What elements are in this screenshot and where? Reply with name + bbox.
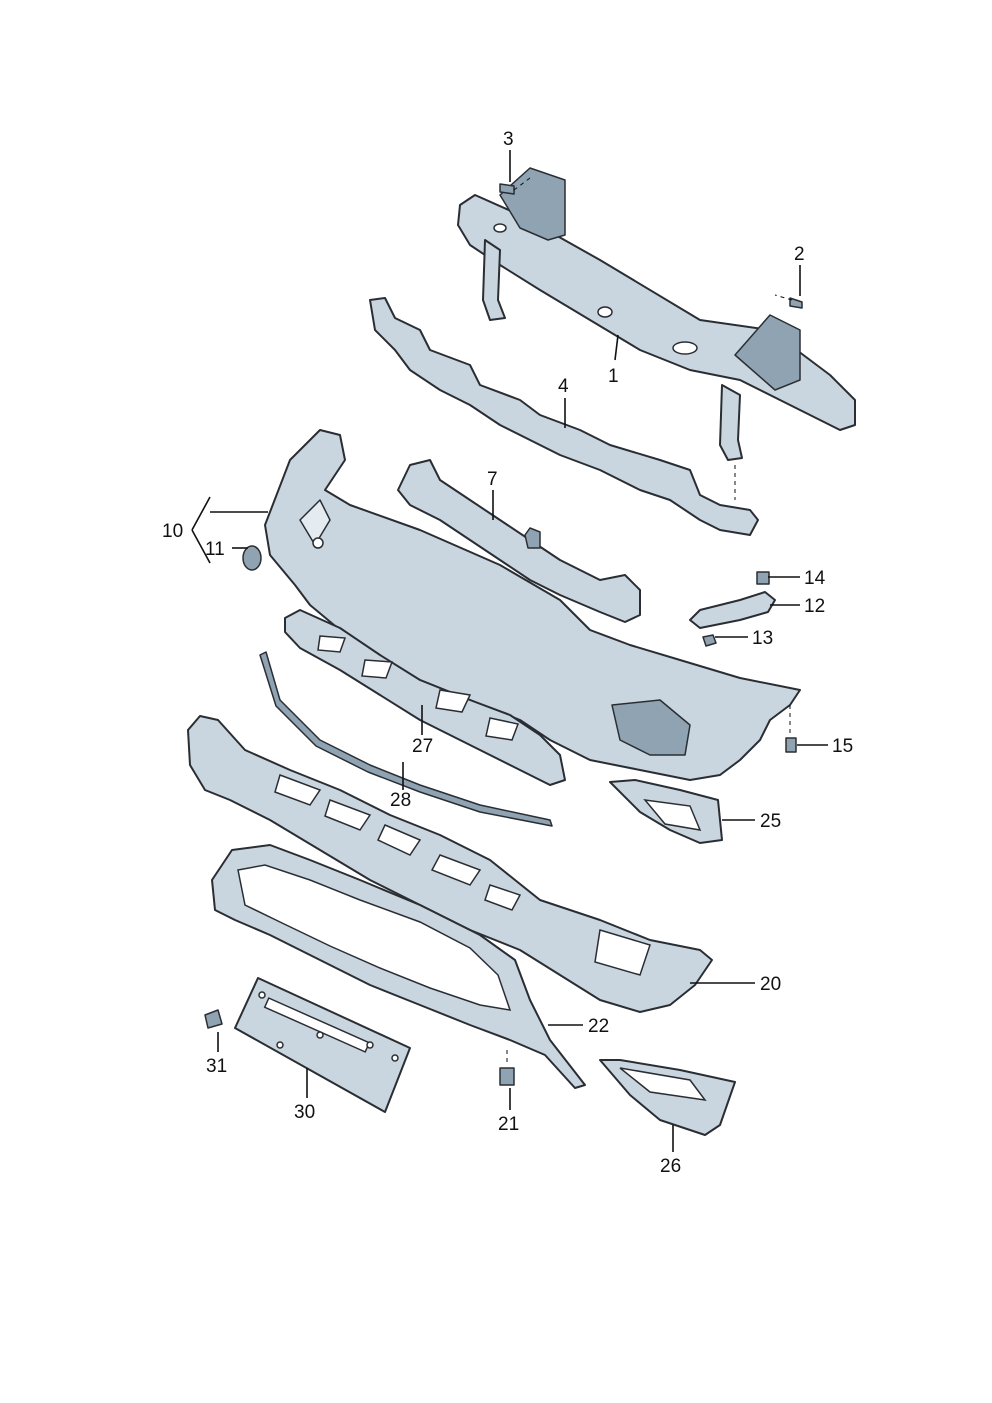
callout-26: 26 xyxy=(660,1156,681,1177)
part-13-nut xyxy=(702,634,717,647)
part-12-bracket xyxy=(689,591,776,629)
part-1-bumper-carrier xyxy=(457,167,856,461)
part-11-cap xyxy=(242,545,262,571)
callout-13: 13 xyxy=(752,628,773,649)
part-31-clip xyxy=(204,1009,223,1029)
callout-1: 1 xyxy=(608,366,619,387)
callout-25: 25 xyxy=(760,811,781,832)
callout-2: 2 xyxy=(794,244,805,265)
callout-30: 30 xyxy=(294,1102,315,1123)
part-3-bolt xyxy=(499,177,531,195)
callout-3: 3 xyxy=(503,129,514,150)
callout-12: 12 xyxy=(804,596,825,617)
part-21-screw xyxy=(499,1050,515,1086)
part-25-side-grille xyxy=(609,779,723,844)
callout-27: 27 xyxy=(412,736,433,757)
callout-28: 28 xyxy=(390,790,411,811)
callout-7: 7 xyxy=(487,469,498,490)
part-28-trim-strip xyxy=(259,651,553,827)
part-22-skid-plate xyxy=(211,844,586,1089)
part-20-lower-spoiler xyxy=(187,715,713,1013)
callout-10: 10 xyxy=(162,521,183,542)
part-30-license-plate-bracket xyxy=(234,977,411,1113)
part-27-grille xyxy=(284,609,566,786)
part-26-side-trim xyxy=(599,1059,736,1136)
leader-lines xyxy=(191,150,828,1152)
callout-31: 31 xyxy=(206,1056,227,1077)
part-15-bolt xyxy=(785,705,797,753)
callout-labels: 1 2 3 4 7 10 11 12 13 14 15 20 21 22 25 … xyxy=(162,129,853,1177)
callout-15: 15 xyxy=(832,736,853,757)
part-14-bolt xyxy=(756,571,770,585)
callout-20: 20 xyxy=(760,974,781,995)
part-2-bolt xyxy=(774,294,803,309)
callout-21: 21 xyxy=(498,1114,519,1135)
callout-22: 22 xyxy=(588,1016,609,1037)
part-7-guide-profile xyxy=(397,459,641,623)
callout-11: 11 xyxy=(205,539,225,560)
part-4-energy-absorber xyxy=(369,297,759,536)
callout-14: 14 xyxy=(804,568,826,589)
callout-4: 4 xyxy=(558,376,569,397)
